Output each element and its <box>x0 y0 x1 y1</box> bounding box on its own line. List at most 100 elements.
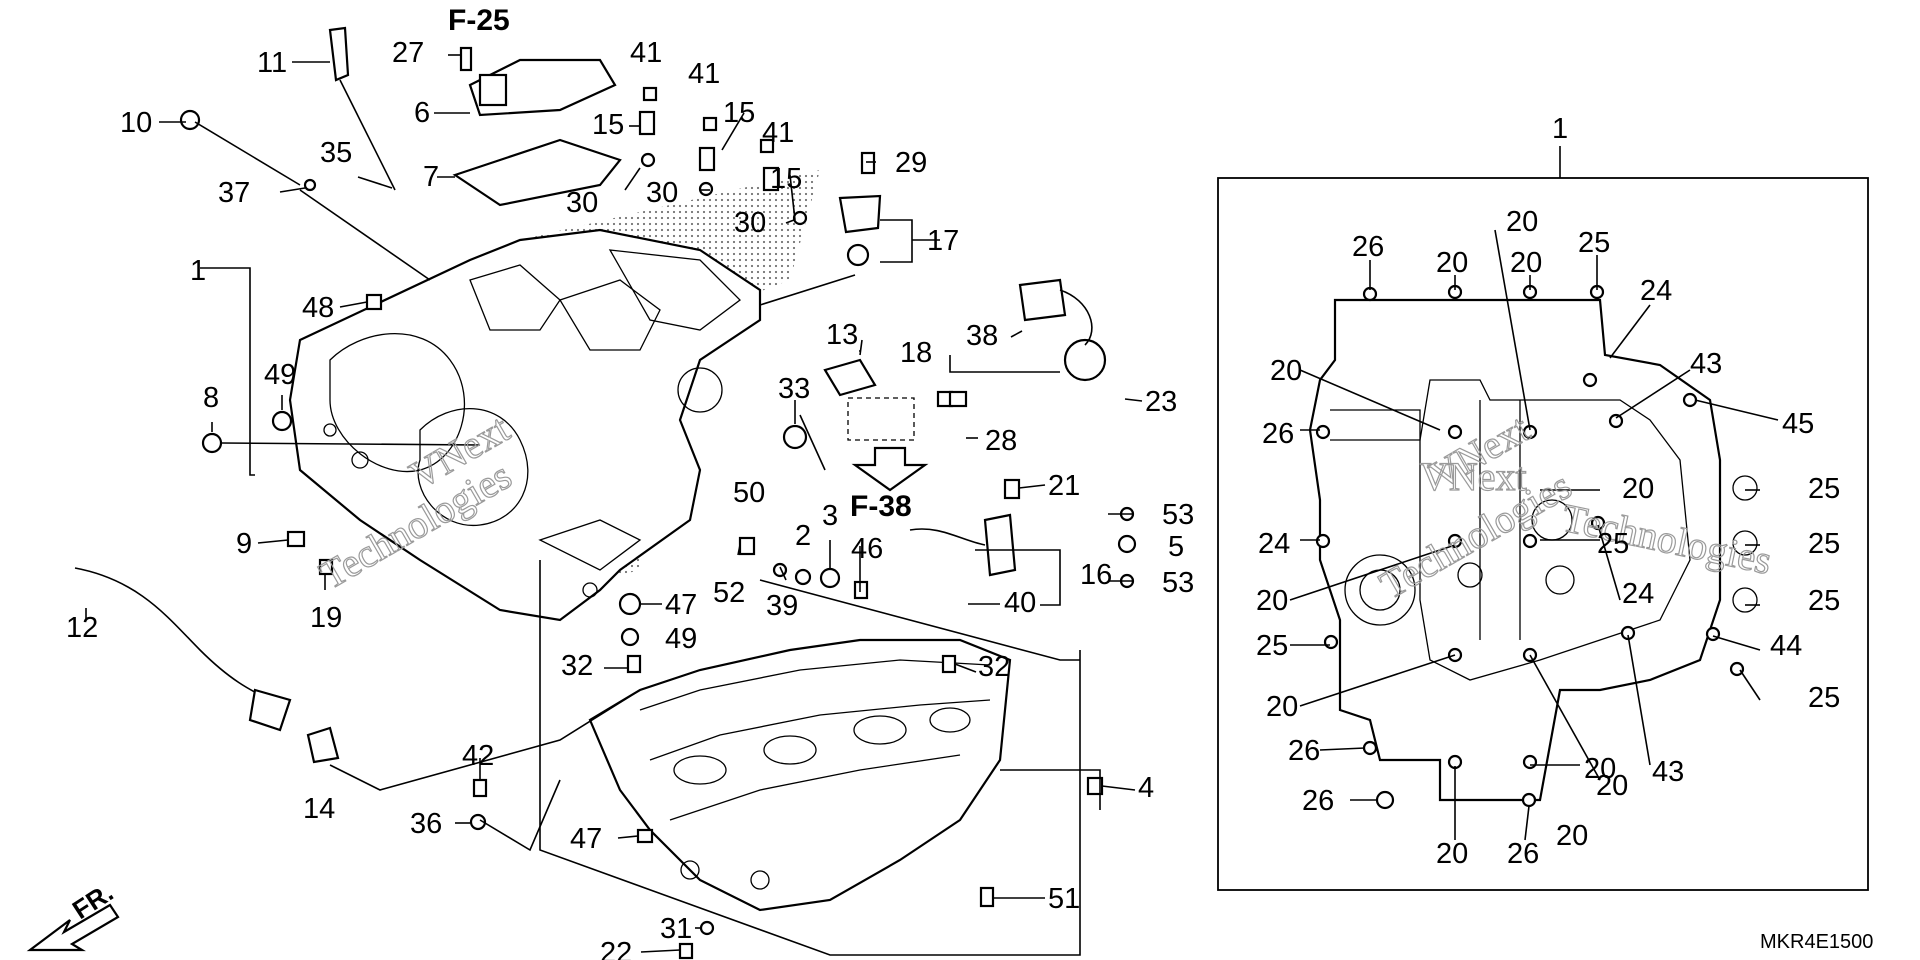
inset-label: 20 <box>1584 753 1616 785</box>
part-label: 47 <box>665 589 697 621</box>
part-label: 10 <box>120 107 152 139</box>
part-label: 23 <box>1145 386 1177 418</box>
inset-label: 20 <box>1256 585 1288 617</box>
dipstick-part-11 <box>328 26 396 191</box>
part-label: 32 <box>561 650 593 682</box>
part-label: 33 <box>778 373 810 405</box>
inset-label: 20 <box>1506 206 1538 238</box>
part-label: 15 <box>592 109 624 141</box>
part-label: 36 <box>410 808 442 840</box>
part-label: 35 <box>320 137 352 169</box>
part-label: 3 <box>822 500 838 532</box>
reference-f25: F-25 <box>448 4 510 37</box>
part-label: 11 <box>257 47 287 79</box>
inset-label: 20 <box>1266 691 1298 723</box>
part-label: 47 <box>570 823 602 855</box>
part-label: 1 <box>190 255 206 287</box>
leader-lines <box>85 54 1143 956</box>
inset-leaders <box>1289 229 1779 841</box>
part-label: 13 <box>826 319 858 351</box>
part-label: 50 <box>733 477 765 509</box>
part-label: 46 <box>851 533 883 565</box>
inset-label: 26 <box>1352 231 1384 263</box>
part-label: 39 <box>766 590 798 622</box>
part-label: 15 <box>770 163 802 195</box>
inset-frame <box>1217 177 1869 891</box>
inset-label: 25 <box>1808 585 1840 617</box>
part-label: 30 <box>566 187 598 219</box>
part-label: 40 <box>1004 587 1036 619</box>
part-label: 51 <box>1048 883 1080 915</box>
part-label: 31 <box>660 913 692 945</box>
inset-label: 20 <box>1596 770 1628 802</box>
inset-label: 20 <box>1436 838 1468 870</box>
part-label: 19 <box>310 602 342 634</box>
part-label: 30 <box>734 207 766 239</box>
part-label: 2 <box>795 520 811 552</box>
part-label: 42 <box>462 740 494 772</box>
part-label: 53 <box>1162 499 1194 531</box>
sensor-part-18 <box>1018 278 1107 382</box>
part-label: 28 <box>985 425 1017 457</box>
inset-label: 20 <box>1622 473 1654 505</box>
part-label: 7 <box>423 161 439 193</box>
part-label: 16 <box>1080 559 1112 591</box>
part-label: 27 <box>392 37 424 69</box>
inset-label: 1 <box>1552 113 1568 145</box>
part-label: 6 <box>414 97 430 129</box>
part-label: 21 <box>1048 470 1080 502</box>
harness-part-12 <box>74 567 292 732</box>
f38-dashed-box <box>847 397 915 441</box>
inset-label: 43 <box>1652 756 1684 788</box>
part-label: 32 <box>978 651 1010 683</box>
fasteners <box>201 46 1137 960</box>
reference-f38: F-38 <box>850 490 912 523</box>
part-label: 41 <box>762 117 794 149</box>
inset-label: 26 <box>1262 418 1294 450</box>
part-label: 5 <box>1168 531 1184 563</box>
inset-label: 44 <box>1770 630 1802 662</box>
part-label: 30 <box>646 177 678 209</box>
inset-label: 25 <box>1808 682 1840 714</box>
inset-label: 26 <box>1302 785 1334 817</box>
inset-label: 26 <box>1507 838 1539 870</box>
part-label: 52 <box>713 577 745 609</box>
watermark-line1-center: VNext <box>1420 454 1527 499</box>
inset-label: 25 <box>1256 630 1288 662</box>
part-label: 15 <box>723 97 755 129</box>
inset-label: 25 <box>1808 473 1840 505</box>
part-label: 37 <box>218 177 250 209</box>
inset-label: 24 <box>1258 528 1290 560</box>
f38-arrow <box>851 446 929 492</box>
inset-label: 24 <box>1640 275 1672 307</box>
inset-label: 43 <box>1690 348 1722 380</box>
inset-label: 25 <box>1808 528 1840 560</box>
part-label: 48 <box>302 292 334 324</box>
inset-label: 26 <box>1288 735 1320 767</box>
sensor-part-16 <box>909 513 1017 577</box>
part-label: 41 <box>630 37 662 69</box>
part-label: 38 <box>966 320 998 352</box>
part-label: 4 <box>1138 772 1154 804</box>
part-label: 49 <box>665 623 697 655</box>
diagram-code: MKR4E1500 <box>1760 931 1873 953</box>
part-label: 17 <box>927 225 959 257</box>
upper-crankcase <box>288 228 762 622</box>
part-label: 22 <box>600 937 632 960</box>
inset-label: 45 <box>1782 408 1814 440</box>
tube-part-10 <box>179 109 301 186</box>
part-label: 8 <box>203 382 219 414</box>
inset-crankcase <box>1308 284 1758 810</box>
inset-label: 25 <box>1578 227 1610 259</box>
sensor-part-17 <box>838 194 882 267</box>
fr-arrow <box>26 903 120 952</box>
part-label: 53 <box>1162 567 1194 599</box>
lower-crankcase <box>588 638 1012 912</box>
cover-part-6 <box>468 58 617 117</box>
inset-label: 20 <box>1270 355 1302 387</box>
inset-label: 20 <box>1436 247 1468 279</box>
bracket-part-13 <box>823 358 877 397</box>
inset-label: 20 <box>1556 820 1588 852</box>
part-labels: 11 27 F-25 41 41 10 6 15 15 41 35 7 29 3… <box>66 4 1840 960</box>
